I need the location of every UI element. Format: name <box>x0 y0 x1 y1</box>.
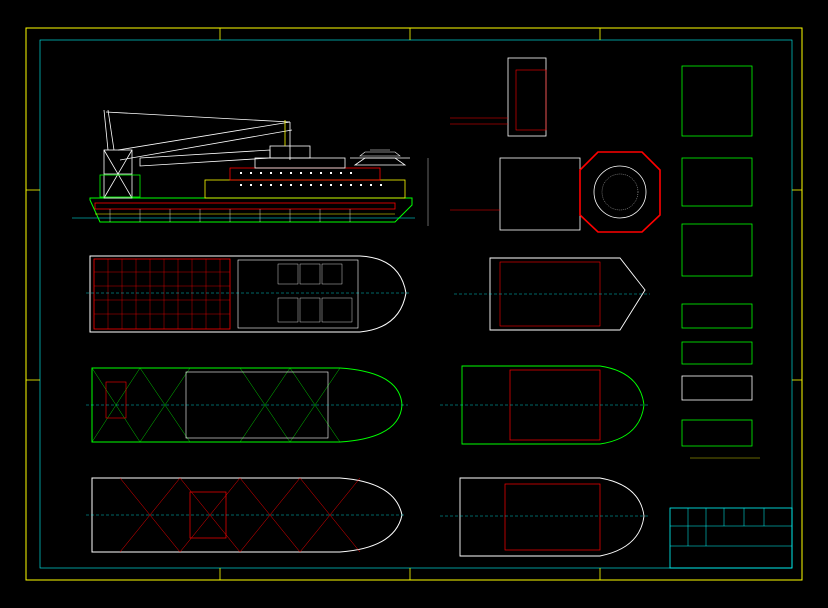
cabin-windows <box>240 172 382 186</box>
sections-column <box>681 65 753 447</box>
tank-top-plan <box>86 477 406 553</box>
ship-profile-view <box>72 109 415 223</box>
helipad <box>579 151 661 233</box>
outer-border <box>25 27 803 581</box>
superstructure <box>204 120 410 199</box>
b-deck-plan <box>454 257 650 331</box>
a-deck-plan <box>86 367 408 443</box>
upper-deck-plan <box>450 57 547 137</box>
title-block <box>669 507 793 569</box>
main-deck-plan <box>86 255 410 333</box>
d-deck-plan <box>440 477 650 557</box>
c-deck-plan <box>440 365 650 445</box>
inner-border <box>39 39 793 569</box>
heli-deck-plan <box>450 151 661 233</box>
crane <box>103 109 293 199</box>
border-ticks <box>26 28 802 580</box>
helicopter <box>359 149 401 157</box>
